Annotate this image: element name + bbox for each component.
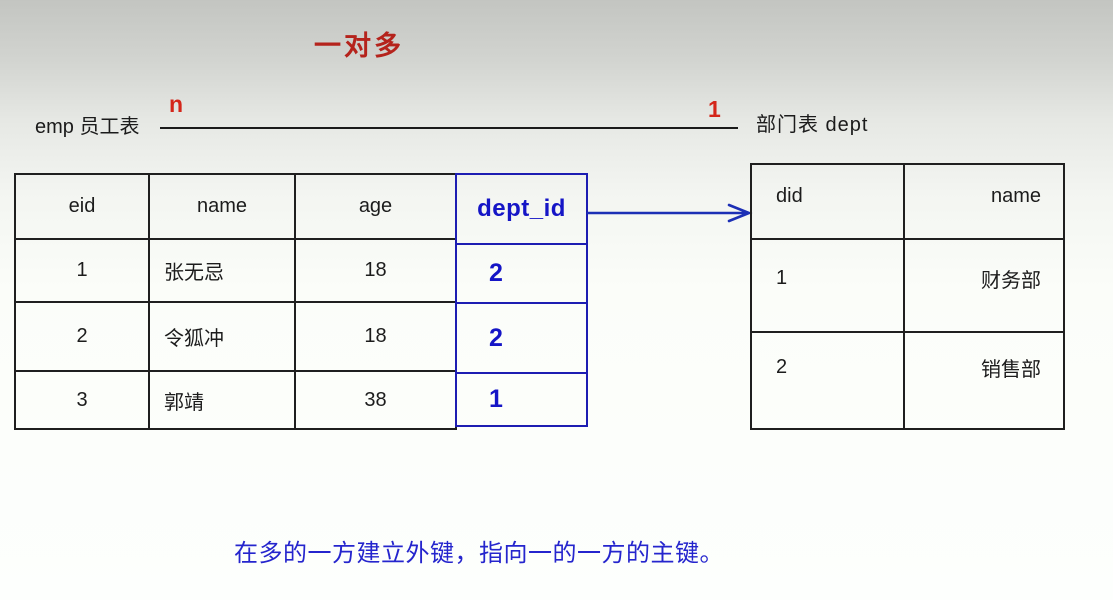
emp-cell-age: 38 xyxy=(364,388,387,411)
dept-table-label: 部门表 dept xyxy=(756,114,869,136)
emp-cell-eid: 1 xyxy=(16,240,150,303)
emp-cell-dept-id: 2 xyxy=(457,304,586,374)
cardinality-n-label: n xyxy=(169,91,184,117)
caption-text: 在多的一方建立外键，指向一的一方的主键。 xyxy=(234,540,724,567)
foreign-key-column: dept_id 2 2 1 xyxy=(455,173,588,427)
emp-cell-dept-id: 1 xyxy=(489,385,503,413)
emp-cell-name: 令狐冲 xyxy=(150,303,296,372)
dept-header-name: name xyxy=(905,165,1063,240)
relationship-line xyxy=(160,127,738,129)
foreign-key-arrow-icon xyxy=(586,203,753,223)
dept-cell-did: 1 xyxy=(752,240,905,333)
emp-header-name: name xyxy=(150,175,296,240)
emp-cell-name: 张无忌 xyxy=(150,240,296,303)
emp-header-dept-id: dept_id xyxy=(457,175,586,245)
emp-table: eid name age 1 张无忌 18 2 令狐冲 18 3 郭靖 38 xyxy=(14,173,457,430)
emp-cell-age: 18 xyxy=(296,303,455,372)
dept-table: did name 1 财务部 2 销售部 xyxy=(750,163,1065,430)
cardinality-1-label: 1 xyxy=(708,96,721,122)
slide-title: 一对多 xyxy=(314,31,404,61)
dept-header-did: did xyxy=(752,165,905,240)
emp-header-age: age xyxy=(296,175,455,240)
dept-cell-did: 2 xyxy=(752,333,905,428)
emp-cell-eid: 2 xyxy=(16,303,150,372)
emp-cell-age: 18 xyxy=(296,240,455,303)
dept-cell-name: 财务部 xyxy=(905,240,1063,333)
dept-cell-name: 销售部 xyxy=(981,359,1041,381)
emp-cell-eid: 3 xyxy=(16,372,150,428)
emp-cell-dept-id: 2 xyxy=(457,245,586,304)
emp-table-label: emp 员工表 xyxy=(35,116,140,138)
emp-header-eid: eid xyxy=(16,175,150,240)
emp-cell-name: 郭靖 xyxy=(150,372,296,428)
